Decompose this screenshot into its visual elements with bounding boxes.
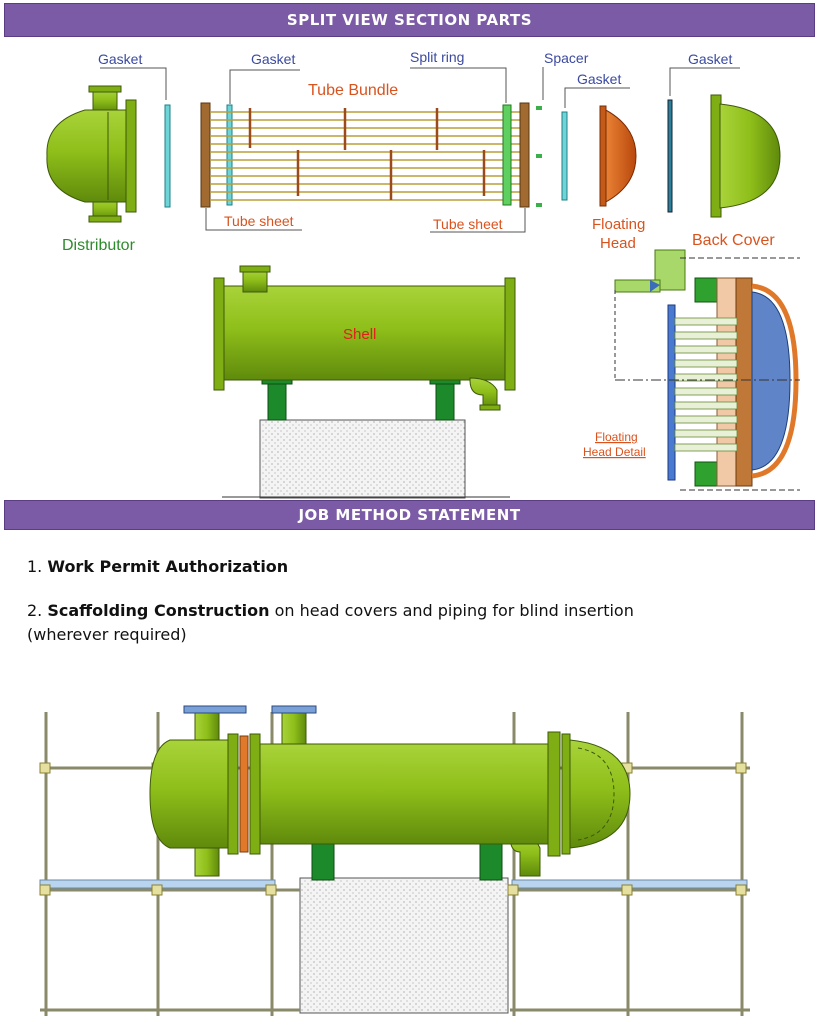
scaffold-drawing	[39, 705, 750, 1016]
spacer-label: Spacer	[544, 50, 589, 66]
distributor-label: Distributor	[62, 237, 136, 254]
floating-head-label-1: Floating	[592, 216, 645, 233]
floating-head-label-2: Head	[600, 235, 636, 252]
step-2-text-continued: (wherever required)	[27, 625, 187, 644]
shell-label: Shell	[343, 326, 376, 343]
tube-sheet-label-1: Tube sheet	[224, 213, 294, 229]
split-ring-label: Split ring	[410, 49, 464, 65]
floating-head-detail-label-1: Floating	[595, 430, 638, 444]
gasket-4-shape	[667, 99, 673, 213]
tube-bundle-label: Tube Bundle	[308, 82, 398, 99]
step-1: 1. Work Permit Authorization	[27, 555, 807, 579]
step-2-number: 2.	[27, 601, 43, 620]
gasket-label-2: Gasket	[251, 51, 295, 67]
gasket-label-4: Gasket	[688, 51, 732, 67]
tube-sheet-label-2: Tube sheet	[433, 216, 503, 232]
spacer-shapes	[536, 106, 542, 207]
floating-head-detail	[614, 249, 800, 491]
step-2-text: on head covers and piping for blind inse…	[269, 601, 634, 620]
floating-head-shape	[601, 107, 637, 205]
gasket-3-shape	[561, 111, 568, 201]
step-2-title: Scaffolding Construction	[47, 601, 270, 620]
shell-part	[213, 265, 516, 499]
floating-head-detail-label-2: Head Detail	[583, 445, 646, 459]
back-cover-part	[710, 94, 781, 218]
step-1-title: Work Permit Authorization	[47, 557, 289, 576]
job-method-banner: JOB METHOD STATEMENT	[4, 500, 815, 530]
distributor-part	[46, 85, 137, 223]
tube-bundle-part	[200, 102, 530, 208]
back-cover-label: Back Cover	[692, 232, 775, 249]
gasket-label-1: Gasket	[98, 51, 142, 67]
gasket-label-3: Gasket	[577, 71, 621, 87]
step-2: 2. Scaffolding Construction on head cove…	[27, 599, 807, 647]
job-steps-list: 1. Work Permit Authorization 2. Scaffold…	[27, 555, 807, 667]
split-view-section-banner: SPLIT VIEW SECTION PARTS	[4, 3, 815, 37]
step-1-number: 1.	[27, 557, 43, 576]
gasket-1-shape	[164, 104, 171, 208]
